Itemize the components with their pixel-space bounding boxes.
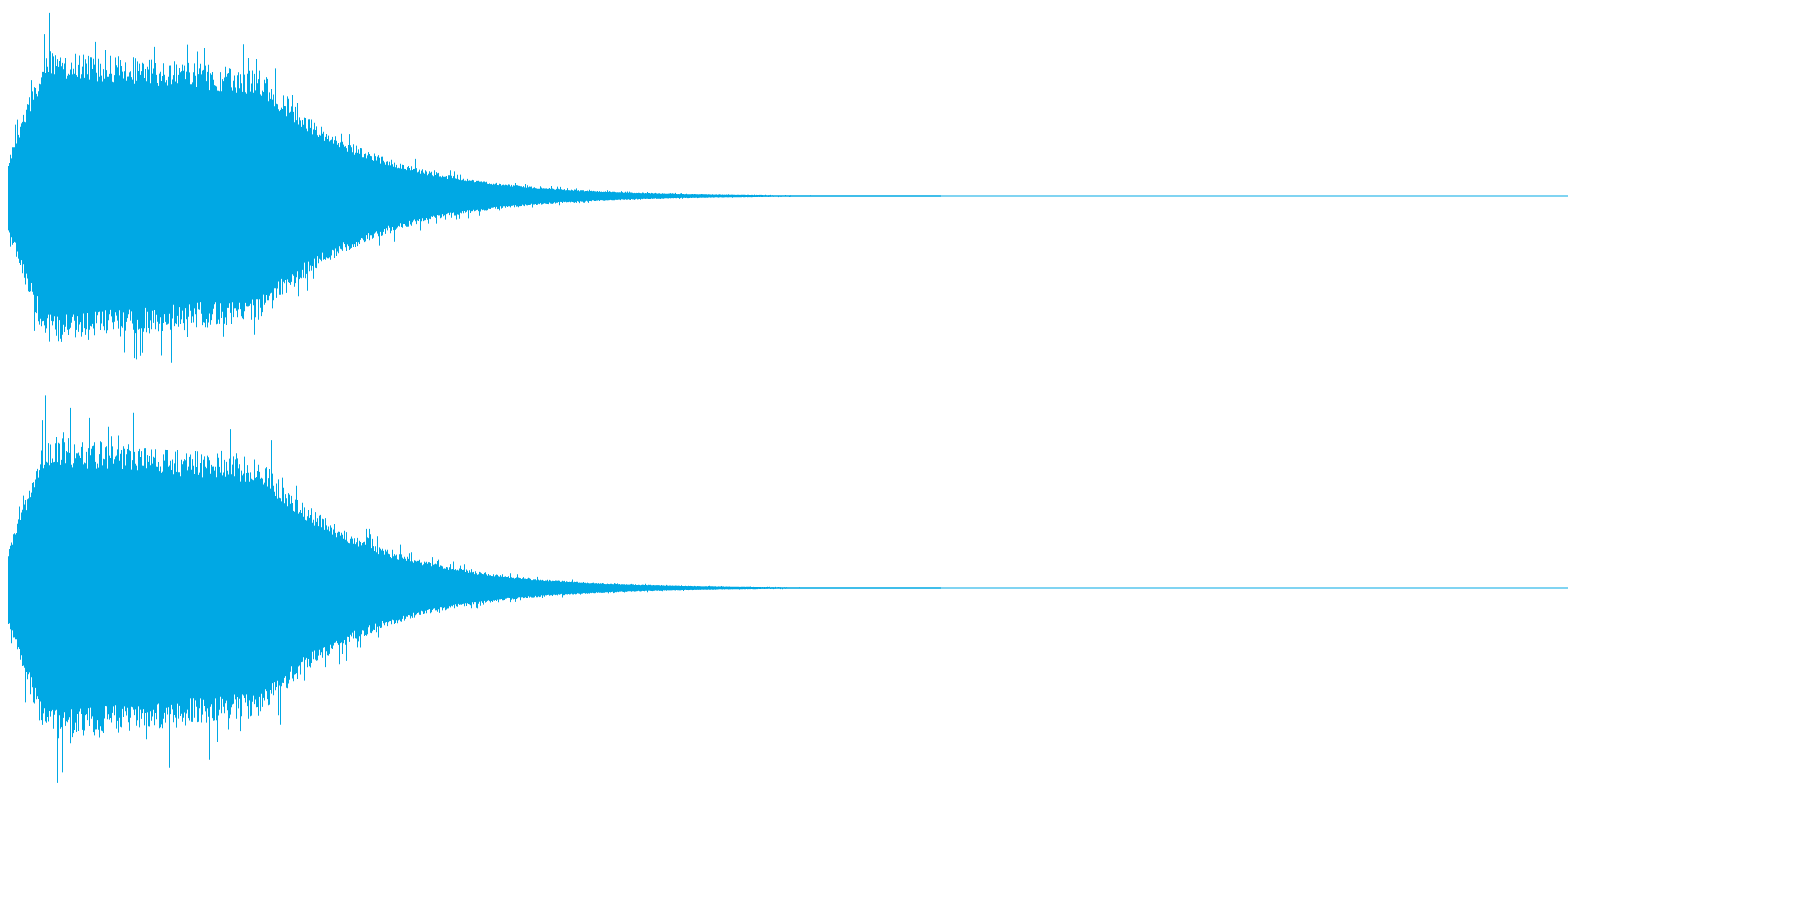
channel-2-bars bbox=[8, 395, 941, 783]
channel-1-waveform bbox=[8, 12, 1568, 363]
waveform-view bbox=[8, 12, 1568, 783]
waveform-canvas bbox=[8, 12, 1568, 783]
channel-2-waveform bbox=[8, 395, 1568, 783]
channel-1-bars bbox=[8, 12, 941, 363]
